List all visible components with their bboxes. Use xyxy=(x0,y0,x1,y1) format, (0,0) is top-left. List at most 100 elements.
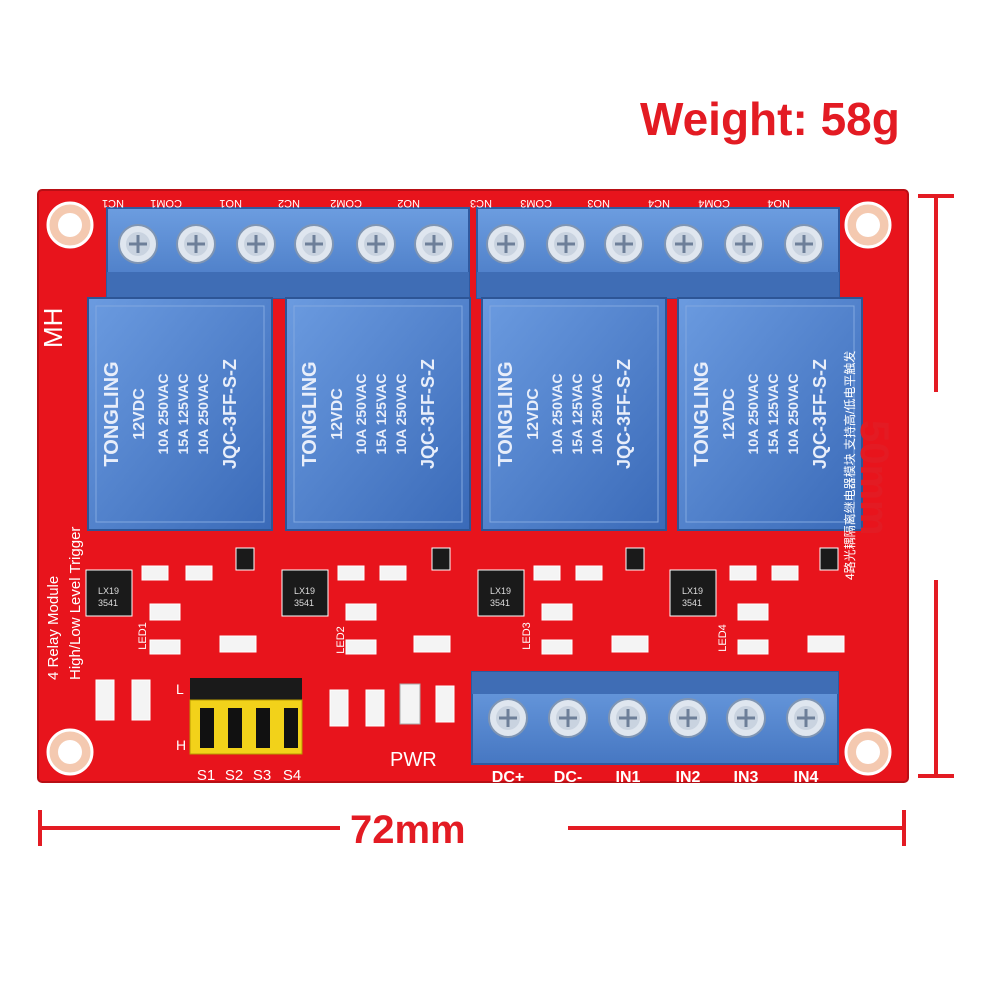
smd-component xyxy=(625,547,645,571)
smd-component xyxy=(149,639,181,655)
jumper-label: S2 xyxy=(225,767,243,784)
led-label: LED1 xyxy=(137,622,149,650)
relay-marking: 12VDC xyxy=(131,388,148,440)
maker-mark: MH xyxy=(38,308,68,348)
relay-marking: 10A 250VAC xyxy=(195,374,211,455)
relay-marking: TONGLING xyxy=(691,361,713,466)
top-terminal-label: NO4 xyxy=(767,197,790,209)
height-dim-line-top xyxy=(934,196,938,392)
optocoupler-marking: LX19 xyxy=(98,586,119,596)
led-label: LED4 xyxy=(717,624,729,652)
smd-component xyxy=(575,565,603,581)
smd-component xyxy=(669,569,717,617)
top-terminal-label: COM2 xyxy=(330,197,362,209)
jumper-label: S4 xyxy=(283,767,301,784)
bottom-terminal-label: DC- xyxy=(554,769,582,786)
side-text-module: 4 Relay Module xyxy=(45,576,62,680)
top-terminal-screw xyxy=(486,224,526,264)
smd-component xyxy=(345,603,377,621)
jumper-block xyxy=(189,678,303,755)
bottom-terminal-label: IN1 xyxy=(616,769,641,786)
relay-marking: JQC-3FF-S-Z xyxy=(418,359,438,469)
top-terminal-block-right xyxy=(476,207,840,299)
relay-marking: 15A 125VAC xyxy=(765,374,781,455)
top-terminal-screw xyxy=(176,224,216,264)
top-terminal-label: NC2 xyxy=(278,197,300,209)
smd-component xyxy=(413,635,451,653)
optocoupler-marking: 3541 xyxy=(682,598,702,608)
relay-marking: JQC-3FF-S-Z xyxy=(220,359,240,469)
relay-marking: 10A 250VAC xyxy=(353,374,369,455)
top-terminal-label: NC1 xyxy=(102,197,124,209)
pwr-led xyxy=(399,683,421,725)
right-side-text: 4路光耦隔离继电器模块 支持高/低电平触发 xyxy=(842,351,857,580)
top-terminal-screw xyxy=(604,224,644,264)
smd-component xyxy=(533,565,561,581)
top-terminal-label: COM4 xyxy=(698,197,730,209)
top-terminal-screw xyxy=(546,224,586,264)
top-terminal-label: NC4 xyxy=(648,197,670,209)
smd-component xyxy=(611,635,649,653)
optocoupler-marking: 3541 xyxy=(490,598,510,608)
bottom-terminal-label: DC+ xyxy=(492,769,524,786)
height-dim-tick-bottom xyxy=(918,774,954,778)
top-terminal-screws xyxy=(118,224,824,264)
relay-marking: 10A 250VAC xyxy=(745,374,761,455)
smd-component xyxy=(365,689,385,727)
smd-component xyxy=(131,679,151,721)
smd-component xyxy=(85,569,133,617)
relay-marking: 15A 125VAC xyxy=(373,374,389,455)
relay-marking: 15A 125VAC xyxy=(569,374,585,455)
optocoupler-marking: 3541 xyxy=(294,598,314,608)
jumper-high-label: H xyxy=(176,737,186,753)
smd-component xyxy=(235,547,255,571)
smd-component xyxy=(737,603,769,621)
smd-component xyxy=(345,639,377,655)
optocoupler-marking: LX19 xyxy=(490,586,511,596)
mounting-holes xyxy=(46,201,892,776)
relay-marking: JQC-3FF-S-Z xyxy=(810,359,830,469)
relay-marking: 12VDC xyxy=(329,388,346,440)
width-dim-tick-left xyxy=(38,810,42,846)
relay-marking: 15A 125VAC xyxy=(175,374,191,455)
relay-marking: 10A 250VAC xyxy=(785,374,801,455)
bottom-terminal-label: IN2 xyxy=(676,769,701,786)
top-terminal-label: NO3 xyxy=(587,197,610,209)
relay-marking: TONGLING xyxy=(101,361,123,466)
width-dim-line-right xyxy=(568,826,904,830)
smd-component xyxy=(771,565,799,581)
top-terminal-screw xyxy=(664,224,704,264)
smd-component xyxy=(141,565,169,581)
bottom-terminal-label: IN3 xyxy=(734,769,759,786)
relay-marking: 10A 250VAC xyxy=(549,374,565,455)
relay-marking: TONGLING xyxy=(299,361,321,466)
bottom-terminal-screw xyxy=(608,698,648,738)
top-terminal-screw xyxy=(414,224,454,264)
smd-component xyxy=(329,689,349,727)
jumper-label: S1 xyxy=(197,767,215,784)
smd-component xyxy=(431,547,451,571)
smd-component xyxy=(379,565,407,581)
top-terminal-block-left xyxy=(106,207,470,299)
top-terminal-screw xyxy=(356,224,396,264)
bottom-terminal-screw xyxy=(668,698,708,738)
optocoupler-marking: 3541 xyxy=(98,598,118,608)
bottom-terminal-label: IN4 xyxy=(794,769,819,786)
relay-marking: 12VDC xyxy=(525,388,542,440)
smd-component xyxy=(541,639,573,655)
top-terminal-label: COM1 xyxy=(150,197,182,209)
smd-component xyxy=(149,603,181,621)
smd-component xyxy=(219,635,257,653)
height-label: 50mm xyxy=(852,420,896,536)
relay-marking: 10A 250VAC xyxy=(155,374,171,455)
width-label: 72mm xyxy=(350,808,466,852)
top-terminal-label: NO1 xyxy=(219,197,242,209)
bottom-terminal-screws xyxy=(488,698,826,738)
